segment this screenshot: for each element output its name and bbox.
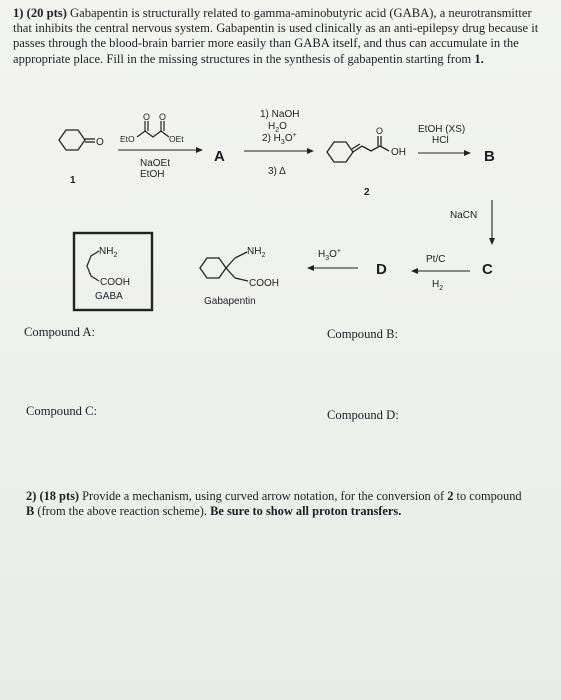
gabapentin-carboxyl: COOH	[249, 278, 279, 289]
question-2-ref-2: 2	[447, 489, 454, 503]
step6-acid: H3O+	[318, 248, 341, 262]
gaba-structure	[86, 250, 100, 282]
step5-hydrogen: H2	[432, 279, 443, 292]
intermediate-a-label: A	[214, 148, 225, 165]
svg-text:O: O	[159, 112, 166, 122]
compound-2-structure	[326, 136, 390, 163]
step3-line1: EtOH (XS)	[418, 124, 465, 135]
svg-text:O: O	[376, 126, 383, 136]
compound-2-hydroxyl: OH	[391, 147, 406, 158]
question-2-points: (18 pts)	[39, 489, 80, 503]
ethoxy-right: OEt	[169, 134, 184, 144]
answer-compound-b[interactable]: Compound B:	[327, 327, 399, 341]
question-1-start-ref: 1.	[474, 51, 484, 66]
step2-heat: 3) Δ	[268, 166, 286, 177]
step1-reagent-solvent: EtOH	[140, 169, 164, 180]
question-2-emphasis: Be sure to show all proton transfers.	[210, 504, 402, 518]
question-1-number: 1)	[13, 6, 24, 20]
intermediate-b-label: B	[484, 148, 495, 165]
question-2: 2) (18 pts) Provide a mechanism, using c…	[26, 489, 526, 519]
question-1: 1) (20 pts) Gabapentin is structurally r…	[13, 6, 548, 67]
gabapentin-structure	[199, 251, 249, 282]
svg-text:O: O	[143, 112, 150, 122]
step1-reagent-base: NaOEt	[140, 158, 170, 169]
question-1-text: Gabapentin is structurally related to ga…	[13, 6, 539, 66]
gaba-amine: NH2	[99, 246, 117, 259]
ethoxy-left: EtO	[120, 134, 135, 144]
question-2-ref-b: B	[26, 504, 35, 518]
question-1-points: (20 pts)	[26, 6, 67, 20]
answer-compound-a[interactable]: Compound A:	[24, 325, 96, 339]
compound-1-cyclohexanone	[58, 129, 95, 151]
question-2-text-3: (from the above reaction scheme).	[37, 504, 207, 518]
gabapentin-amine: NH2	[247, 246, 265, 259]
answer-compound-d[interactable]: Compound D:	[327, 408, 399, 422]
gaba-carboxyl: COOH	[100, 277, 130, 288]
compound-2-label: 2	[364, 187, 370, 198]
intermediate-c-label: C	[482, 261, 493, 278]
intermediate-d-label: D	[376, 261, 387, 278]
question-2-text: Provide a mechanism, using curved arrow …	[82, 489, 445, 503]
answer-compound-c[interactable]: Compound C:	[26, 404, 98, 418]
step5-catalyst: Pt/C	[426, 254, 445, 265]
step4-reagent: NaCN	[450, 210, 477, 221]
step2-water: H2O	[268, 121, 287, 134]
question-2-text-2: to compound	[456, 489, 522, 503]
diethyl-malonate-structure	[136, 121, 170, 138]
compound-1-label: 1	[70, 175, 76, 186]
question-2-number: 2)	[26, 489, 37, 503]
step3-line2: HCl	[432, 135, 449, 146]
gaba-label: GABA	[95, 291, 123, 302]
ketone-oxygen: O	[96, 137, 104, 148]
gabapentin-label: Gabapentin	[204, 296, 256, 307]
gaba-box	[72, 231, 154, 312]
step2-acid: 2) H3O+	[262, 132, 297, 146]
step2-line1: 1) NaOH	[260, 109, 299, 120]
